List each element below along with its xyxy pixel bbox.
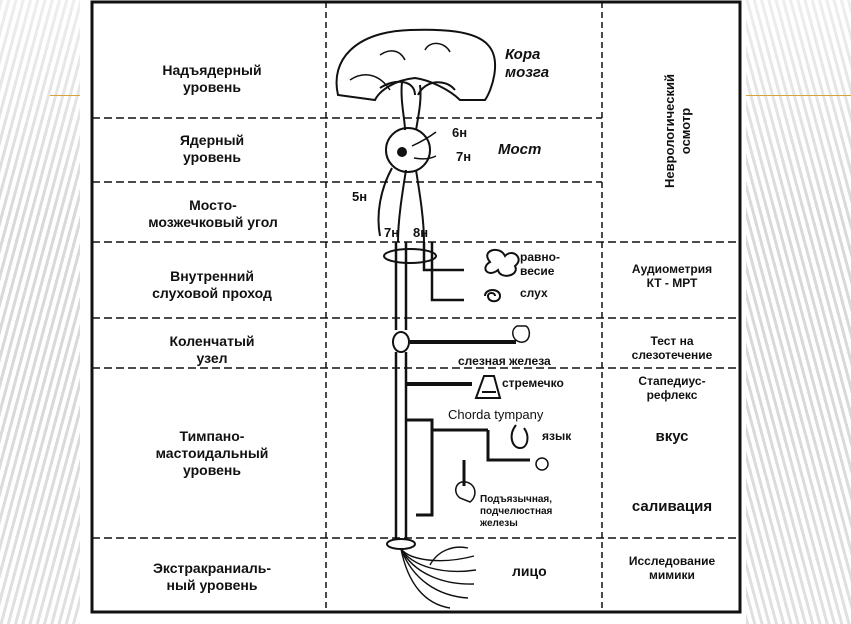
gland-icon-small [535,457,549,471]
label-hearing: слух [520,286,548,300]
label-pons: Мост [498,141,542,158]
label-stapes: стремечко [502,376,564,390]
label-face: лицо [512,563,547,579]
label-taste: вкус [655,428,689,445]
label-tongue: язык [542,429,572,443]
canal-ring [383,248,437,264]
label-n5: 5н [352,189,368,204]
diagram-lines [90,0,742,614]
row-dividers [92,117,740,539]
nucleus-fibers [411,131,437,160]
accent-line-right [745,95,851,96]
nerve-5 [377,167,393,237]
label-balance: равно-весие [520,250,560,278]
left-stripe-decoration [0,0,80,624]
extracranial-branches [400,546,477,609]
lacrimal-gland-icon [512,325,531,343]
nerve-7-root [397,169,407,243]
nerve-8-root [415,169,425,243]
label-chorda-tympani: Chorda tympany [448,407,544,422]
stapes-icon [474,375,502,399]
chorda-tympani-branch [406,418,434,517]
facial-nucleus [397,147,407,157]
label-lacrimal-gland: слезная железа [458,354,551,368]
branch-hearing [430,242,464,302]
accent-line-left [50,95,90,96]
level-extracranial: Экстракраниаль-ный уровень [152,560,272,593]
branch-balance [422,242,464,272]
cortex-gyri [349,42,451,91]
label-n7-nuclear: 7н [456,149,472,164]
semicircular-canals-icon [484,248,520,277]
label-n7: 7н [384,225,400,240]
geniculate-ganglion [392,331,410,353]
right-stripe-decoration [746,0,851,624]
cortex-outline [335,28,496,102]
label-stapedius-reflex: Стапедиус-рефлекс [638,374,706,402]
outer-border [90,0,742,614]
salivary-gland-icon [455,481,476,503]
cochlea-icon [484,289,502,303]
label-n8: 8н [413,225,429,240]
label-salivation: саливация [631,498,713,515]
stylomastoid-ring [386,538,416,550]
pons-outline [385,127,431,173]
corticobulbar-tract [400,81,422,131]
label-n6: 6н [452,125,468,140]
level-cerebellopontine: Мосто-мозжечковый угол [148,197,278,230]
tongue-icon [510,424,529,450]
gland-branch [486,430,530,462]
